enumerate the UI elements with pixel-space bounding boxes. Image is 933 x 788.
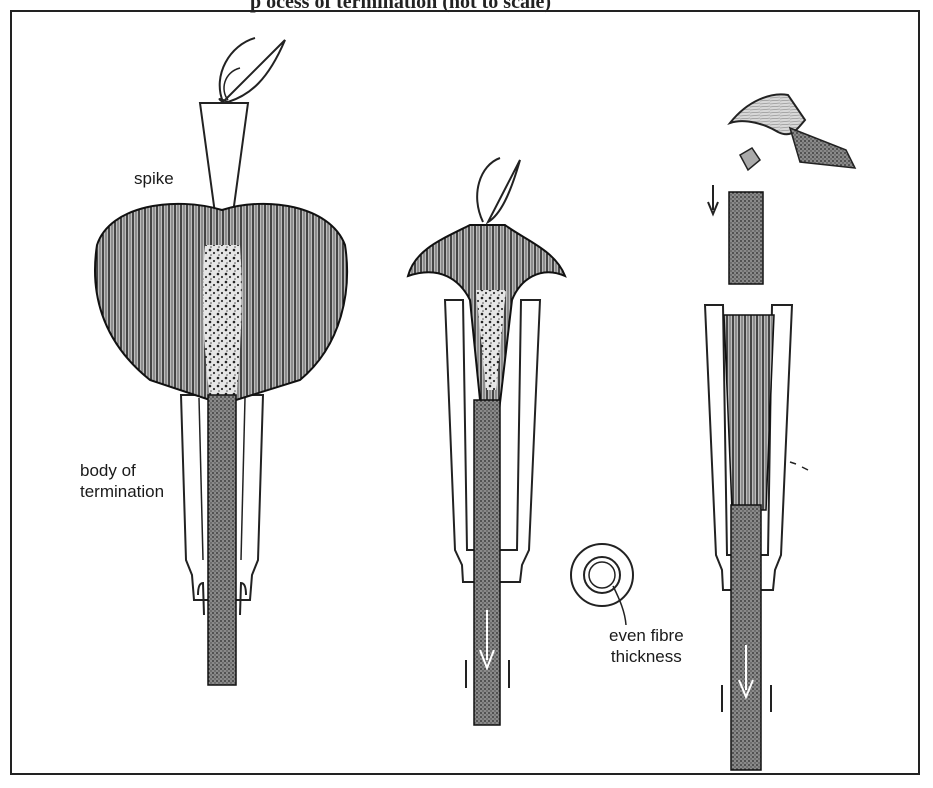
body-label-line2: termination [80,481,164,502]
hammer-icon [730,94,805,134]
fibre-label-line1: even fibre [609,625,684,646]
body-of-termination-label: body of termination [80,460,164,502]
panel-1-spike-inserted [95,38,347,685]
wedged-fibres-3 [724,315,774,510]
fibre-label-line2: thickness [609,646,684,667]
finger-2 [477,158,520,222]
rope-1 [208,395,236,685]
rope-2 [474,400,500,725]
rope-3 [731,505,761,770]
finger-1 [219,38,285,102]
panel-3-hammered [705,94,855,770]
spike-label: spike [134,168,174,189]
plug-wedge [729,192,763,284]
arrow-down-icon [708,185,718,214]
body-label-line1: body of [80,460,164,481]
fibre-cross-section [571,544,633,625]
even-fibre-thickness-label: even fibre thickness [609,625,684,667]
panel-2-wedged [408,158,565,725]
